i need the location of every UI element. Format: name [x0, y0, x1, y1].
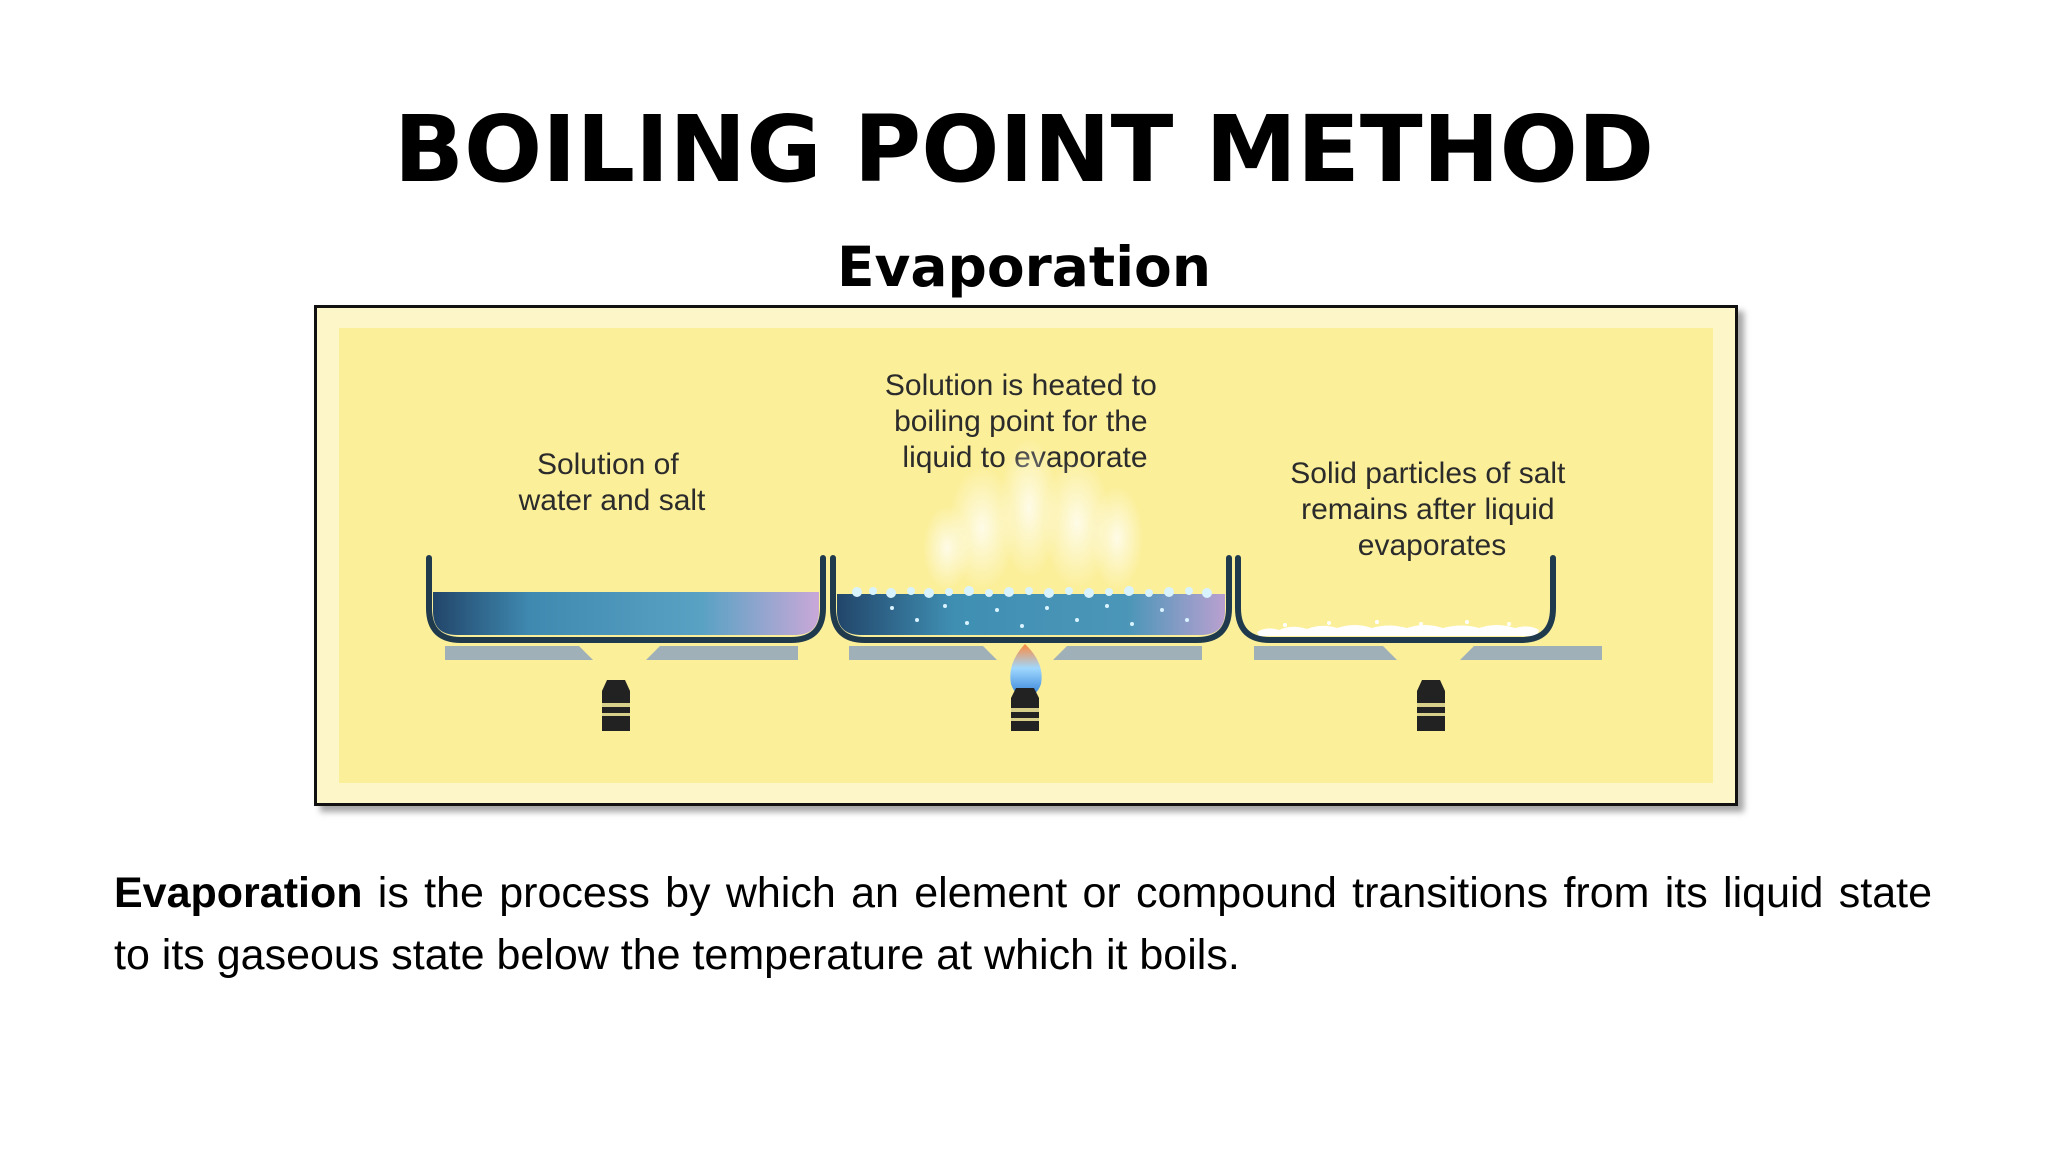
stage-2-stand [849, 646, 1202, 660]
slide-subtitle: Evaporation [836, 235, 1212, 299]
stage-2-burner [1011, 688, 1039, 731]
stage-2-pan [830, 555, 1232, 643]
slide-title: BOILING POINT METHOD [393, 96, 1655, 203]
stage-2-flame [1010, 644, 1042, 698]
stage-1-liquid [433, 592, 819, 635]
stage-1-burner [602, 680, 630, 731]
stage-2-steam [923, 438, 1143, 590]
stage-1-pan [426, 555, 826, 643]
stage-2-liquid [837, 594, 1225, 635]
stage-1-stand [445, 646, 798, 660]
diagram-canvas: Solution of water and salt Solution is h… [339, 328, 1713, 783]
stage-1-label: Solution of water and salt [518, 448, 706, 517]
stage-3-burner [1417, 680, 1445, 731]
definition-term: Evaporation [114, 869, 363, 917]
stage-1: Solution of water and salt [426, 448, 826, 731]
stage-3-salt-residue [1257, 620, 1539, 636]
definition-paragraph: Evaporation is the process by which an e… [114, 862, 1932, 986]
stage-3-pan [1235, 555, 1556, 643]
stage-2: Solution is heated to boiling point for … [830, 369, 1232, 731]
stage-3: Solid particles of salt remains after li… [1235, 457, 1602, 731]
evaporation-diagram: Solution of water and salt Solution is h… [314, 305, 1738, 806]
stage-3-label: Solid particles of salt remains after li… [1290, 457, 1573, 562]
definition-text: is the process by which an element or co… [114, 869, 1932, 979]
stage-3-stand [1254, 646, 1602, 660]
stage-2-bubbles [852, 586, 1212, 628]
